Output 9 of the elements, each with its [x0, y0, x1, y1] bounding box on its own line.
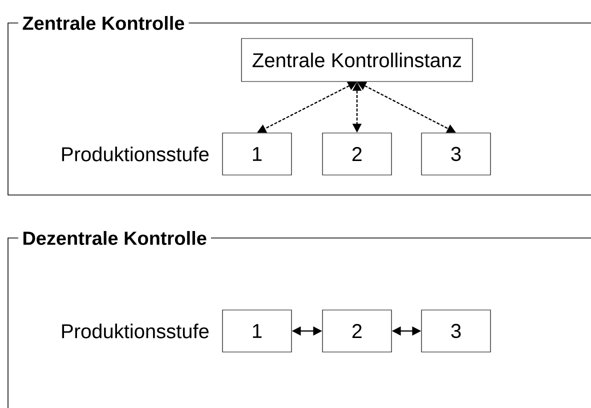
process-box: Zentrale Kontrollinstanz — [241, 38, 473, 82]
process-box: 2 — [322, 132, 392, 176]
process-box: 3 — [421, 132, 491, 176]
process-box: 3 — [421, 310, 491, 352]
process-box: 2 — [322, 310, 392, 352]
node-label: Zentrale Kontrolle — [22, 16, 184, 30]
process-box: 1 — [222, 310, 292, 352]
node-label: Dezentrale Kontrolle — [23, 231, 206, 245]
process-box: 1 — [222, 132, 292, 176]
